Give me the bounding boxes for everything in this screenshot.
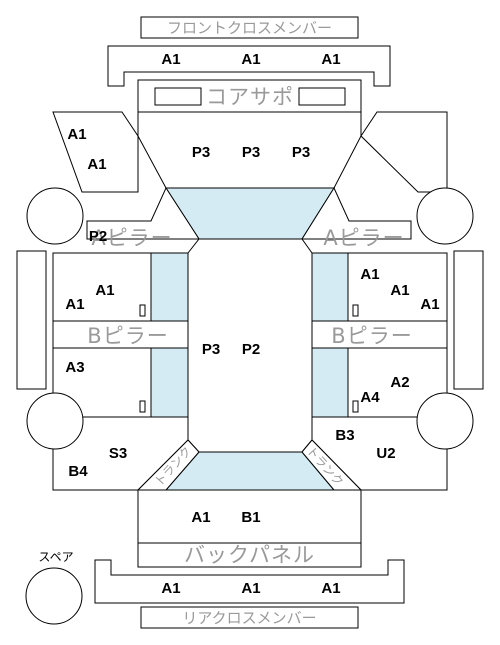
right-front-door-code-2[interactable]: A1 (390, 282, 409, 299)
front-cross-member-code-2[interactable]: A1 (241, 51, 260, 68)
front-cross-member-code-1[interactable]: A1 (161, 51, 180, 68)
front-cross-member-label: フロントクロスメンバー (167, 19, 332, 37)
left-front-door-code-2[interactable]: A1 (65, 296, 84, 313)
left-rear-window[interactable] (150, 347, 189, 418)
hood-code-1[interactable]: P3 (192, 144, 210, 161)
right-headlight (298, 87, 346, 106)
left-quarter-code-1[interactable]: S3 (109, 445, 127, 462)
left-front-door-code-1[interactable]: A1 (95, 282, 114, 299)
right-front-door-code-3[interactable]: A1 (420, 296, 439, 313)
trunk-code-1[interactable]: A1 (191, 509, 210, 526)
right-front-door-code-1[interactable]: A1 (360, 266, 379, 283)
right-rear-door-handle (352, 400, 359, 413)
right-front-wheel[interactable] (416, 187, 474, 245)
left-front-fender[interactable] (52, 111, 139, 193)
left-b-pillar-label: Bピラー (87, 324, 168, 348)
right-rear-wheel[interactable] (416, 392, 474, 450)
right-quarter-code-2[interactable]: U2 (376, 445, 395, 462)
trunk-lid[interactable] (137, 489, 362, 544)
left-a-pillar-code[interactable]: P2 (89, 228, 107, 245)
right-a-pillar-label: Aピラー (323, 226, 404, 250)
front-cross-member-box (140, 16, 359, 39)
left-side-step[interactable] (16, 250, 47, 390)
right-quarter-code-1[interactable]: B3 (335, 427, 354, 444)
right-front-fender[interactable] (360, 111, 448, 193)
hood-code-3[interactable]: P3 (292, 144, 310, 161)
right-a-pillar[interactable] (301, 186, 412, 240)
hood-code-2[interactable]: P3 (242, 144, 260, 161)
rear-cross-member-code-3[interactable]: A1 (321, 580, 340, 597)
left-front-fender-code-1[interactable]: A1 (67, 126, 86, 143)
left-front-door[interactable] (52, 252, 152, 322)
left-headlight (154, 87, 202, 106)
right-rear-window[interactable] (311, 347, 349, 418)
front-cross-member-bracket (107, 45, 391, 87)
left-a-pillar[interactable] (86, 186, 200, 240)
left-b-pillar[interactable] (52, 320, 189, 349)
rear-cross-member-box[interactable] (140, 606, 359, 629)
roof-code-2[interactable]: P2 (242, 341, 260, 358)
left-front-fender-code-2[interactable]: A1 (87, 156, 106, 173)
left-front-window[interactable] (150, 252, 189, 322)
right-rear-door-code-2[interactable]: A4 (360, 389, 380, 406)
spare-label: スペア (38, 550, 73, 564)
core-support-label: コアサポ (206, 85, 294, 109)
trunk-code-2[interactable]: B1 (241, 509, 260, 526)
back-panel-label: バックパネル (184, 543, 315, 567)
left-a-pillar-label: Aピラー (91, 226, 172, 250)
left-rear-door-handle (139, 400, 146, 413)
front-cross-member-code-3[interactable]: A1 (321, 51, 340, 68)
left-rear-wheel[interactable] (26, 392, 84, 450)
roof-code-1[interactable]: P3 (202, 341, 220, 358)
left-front-door-handle (139, 304, 146, 317)
left-quarter-code-2[interactable]: B4 (68, 463, 88, 480)
rear-cross-member-label: リアクロスメンバー (182, 609, 316, 627)
rear-cross-member-code-2[interactable]: A1 (241, 580, 260, 597)
spare-tire[interactable] (25, 567, 83, 625)
rear-cross-member-bracket (94, 559, 405, 604)
right-front-window[interactable] (311, 252, 349, 322)
back-panel-box[interactable] (137, 542, 362, 568)
left-rear-door-code[interactable]: A3 (65, 359, 84, 376)
rear-cross-member-code-1[interactable]: A1 (161, 580, 180, 597)
left-front-wheel[interactable] (26, 187, 84, 245)
right-side-step[interactable] (453, 250, 484, 390)
right-front-door-handle (352, 304, 359, 317)
right-rear-door-code-1[interactable]: A2 (390, 374, 409, 391)
right-b-pillar-label: Bピラー (331, 324, 412, 348)
